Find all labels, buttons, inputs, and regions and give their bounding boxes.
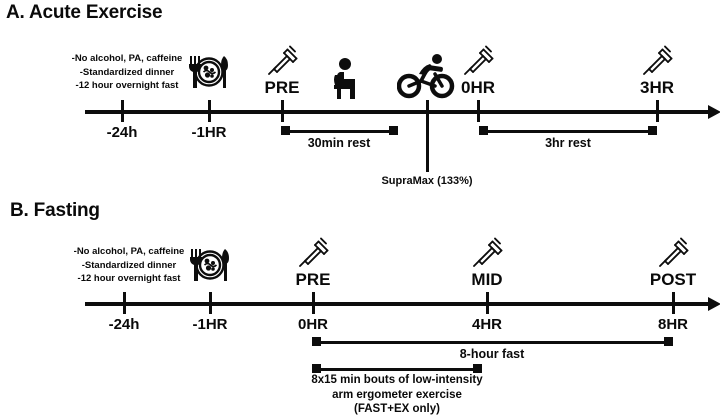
- tick-mark-0hr-b: [312, 292, 315, 314]
- tick-label-4hr-b: 4HR: [471, 316, 503, 333]
- timeline-arrow-a: [708, 105, 720, 119]
- bracket-cap-right: [473, 364, 482, 373]
- prep-note-line-1: -No alcohol, PA, caffeine: [73, 246, 185, 257]
- prep-note-line-3: -12 hour overnight fast: [75, 80, 179, 91]
- event-label-post-b: POST: [649, 270, 697, 289]
- tick-label-24h-a: -24h: [106, 124, 138, 141]
- prep-note-line-1: -No alcohol, PA, caffeine: [71, 53, 183, 64]
- meal-plate-icon: [186, 53, 232, 91]
- event-label-mid-b: MID: [471, 270, 503, 289]
- event-label-pre-a: PRE: [264, 78, 300, 97]
- bracket-cap-left: [312, 364, 321, 373]
- cyclist-icon: [397, 52, 457, 100]
- tick-label-0hr-b: 0HR: [297, 316, 329, 333]
- panel-fasting: B. Fasting -No alcohol, PA, caffeine -St…: [0, 196, 720, 415]
- bracket-3hr-rest: [479, 126, 657, 136]
- syringe-icon: [640, 44, 674, 78]
- tick-mark-0hr-a: [477, 100, 480, 122]
- tick-mark-8hr-b: [672, 292, 675, 314]
- bracket-label-30min-rest: 30min rest: [307, 136, 371, 150]
- tick-mark-24h-b: [123, 292, 126, 314]
- syringe-icon: [656, 236, 690, 270]
- tick-label-1hr-a: -1HR: [191, 124, 227, 141]
- panel-a-title: A. Acute Exercise: [6, 2, 163, 23]
- panel-b-title: B. Fasting: [10, 200, 100, 221]
- exercise-label-line-1: 8x15 min bouts of low-intensity: [311, 374, 483, 386]
- bracket-cap-right: [648, 126, 657, 135]
- syringe-icon: [296, 236, 330, 270]
- tick-label-8hr-b: 8HR: [657, 316, 689, 333]
- timeline-axis-b: [85, 302, 710, 306]
- tick-mark-4hr-b: [486, 292, 489, 314]
- prep-note-line-2: -Standardized dinner: [79, 66, 175, 78]
- tick-mark-24h-a: [121, 100, 124, 122]
- event-label-3hr-a: 3HR: [639, 78, 675, 97]
- tick-label-1hr-b: -1HR: [192, 316, 228, 333]
- panel-a-prep-note: -No alcohol, PA, caffeine -Standardized …: [58, 52, 196, 93]
- bracket-cap-left: [479, 126, 488, 135]
- bracket-cap-right: [389, 126, 398, 135]
- event-label-0hr-a: 0HR: [460, 78, 496, 97]
- meal-plate-icon: [187, 246, 233, 284]
- prep-note-line-2: -Standardized dinner: [81, 259, 177, 271]
- tick-mark-3hr-a: [656, 100, 659, 122]
- tick-mark-1hr-b: [209, 292, 212, 314]
- event-label-pre-b: PRE: [295, 270, 331, 289]
- exercise-label-line-3: (FAST+EX only): [354, 403, 440, 415]
- bracket-label-3hr-rest: 3hr rest: [545, 136, 591, 150]
- bracket-cap-left: [281, 126, 290, 135]
- bracket-exercise-bouts: [312, 364, 482, 374]
- syringe-icon: [461, 44, 495, 78]
- exercise-label-line-2: arm ergometer exercise: [332, 388, 462, 401]
- tick-mark-1hr-a: [208, 100, 211, 122]
- bracket-8-hour-fast: [312, 337, 673, 347]
- bracket-label-8-hour-fast: 8-hour fast: [459, 347, 525, 361]
- supramax-label: SupraMax (133%): [381, 175, 473, 187]
- prep-note-line-3: -12 hour overnight fast: [77, 273, 181, 284]
- tick-mark-pre-a: [281, 100, 284, 122]
- seated-person-icon: [332, 57, 366, 99]
- bracket-bar: [312, 341, 673, 344]
- bracket-cap-right: [664, 337, 673, 346]
- syringe-icon: [470, 236, 504, 270]
- panel-acute-exercise: A. Acute Exercise -No alcohol, PA, caffe…: [0, 0, 720, 200]
- bracket-30min-rest: [281, 126, 398, 136]
- timeline-arrow-b: [708, 297, 720, 311]
- bracket-cap-left: [312, 337, 321, 346]
- bracket-bar: [281, 130, 398, 133]
- supramax-droplink: [426, 100, 429, 172]
- timeline-axis-a: [85, 110, 710, 114]
- syringe-icon: [265, 44, 299, 78]
- bracket-bar: [479, 130, 657, 133]
- bracket-label-exercise-bouts: 8x15 min bouts of low-intensity arm ergo…: [311, 373, 482, 417]
- panel-b-prep-note: -No alcohol, PA, caffeine -Standardized …: [60, 245, 198, 286]
- tick-label-24h-b: -24h: [108, 316, 140, 333]
- bracket-bar: [312, 368, 482, 371]
